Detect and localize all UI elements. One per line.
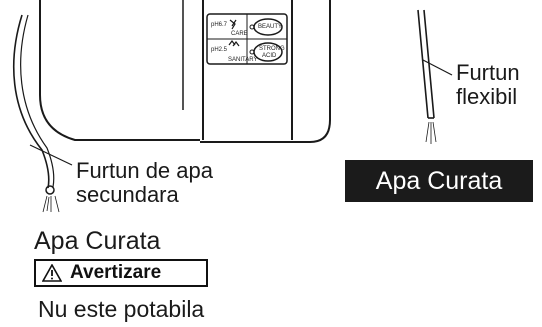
water-stream-left — [42, 195, 60, 213]
warning-triangle-icon — [42, 264, 62, 282]
clean-water-caption: Apa Curata — [34, 227, 161, 255]
secondary-hose — [12, 14, 50, 189]
warning-box: Avertizare — [34, 259, 208, 287]
panel-sanitary-label: SANITARY — [228, 57, 258, 63]
beauty-button-label: BEAUTY — [258, 24, 283, 30]
flexible-hose — [417, 9, 435, 119]
device-side-outline — [200, 0, 331, 143]
flexible-hose-label-line2: flexibil — [456, 84, 518, 109]
care-icon — [229, 19, 237, 30]
clean-water-badge-text: Apa Curata — [375, 166, 503, 195]
flexible-hose-leader — [422, 59, 453, 76]
clean-water-badge: Apa Curata — [345, 160, 533, 202]
panel-care-label: CARE — [231, 31, 248, 37]
beauty-indicator — [249, 24, 255, 30]
flexible-hose-label: Furtun flexibil — [456, 61, 520, 109]
device-body-outline — [39, 0, 200, 141]
secondary-hose-label-line1: Furtun de apa — [76, 158, 213, 183]
warning-label: Avertizare — [70, 262, 162, 283]
panel-ph-bottom: pH2.5 — [211, 47, 228, 53]
flexible-hose-label-line1: Furtun — [456, 60, 520, 85]
secondary-hose-label-line2: secundara — [76, 182, 179, 207]
secondary-hose-inner — [20, 14, 55, 188]
water-stream-right — [425, 121, 437, 144]
strong-acid-label-line1: STRONG — [259, 46, 285, 52]
device-front-panel — [202, 0, 293, 140]
secondary-hose-leader — [29, 144, 73, 166]
not-potable-text: Nu este potabila — [38, 296, 205, 322]
sanitary-icon — [228, 40, 240, 47]
hose-nozzle — [45, 185, 55, 195]
secondary-hose-label: Furtun de apa secundara — [76, 159, 213, 207]
strong-acid-label-line2: ACID — [262, 53, 277, 59]
panel-ph-top: pH6.7 — [211, 22, 228, 28]
strong-acid-indicator — [249, 49, 255, 55]
